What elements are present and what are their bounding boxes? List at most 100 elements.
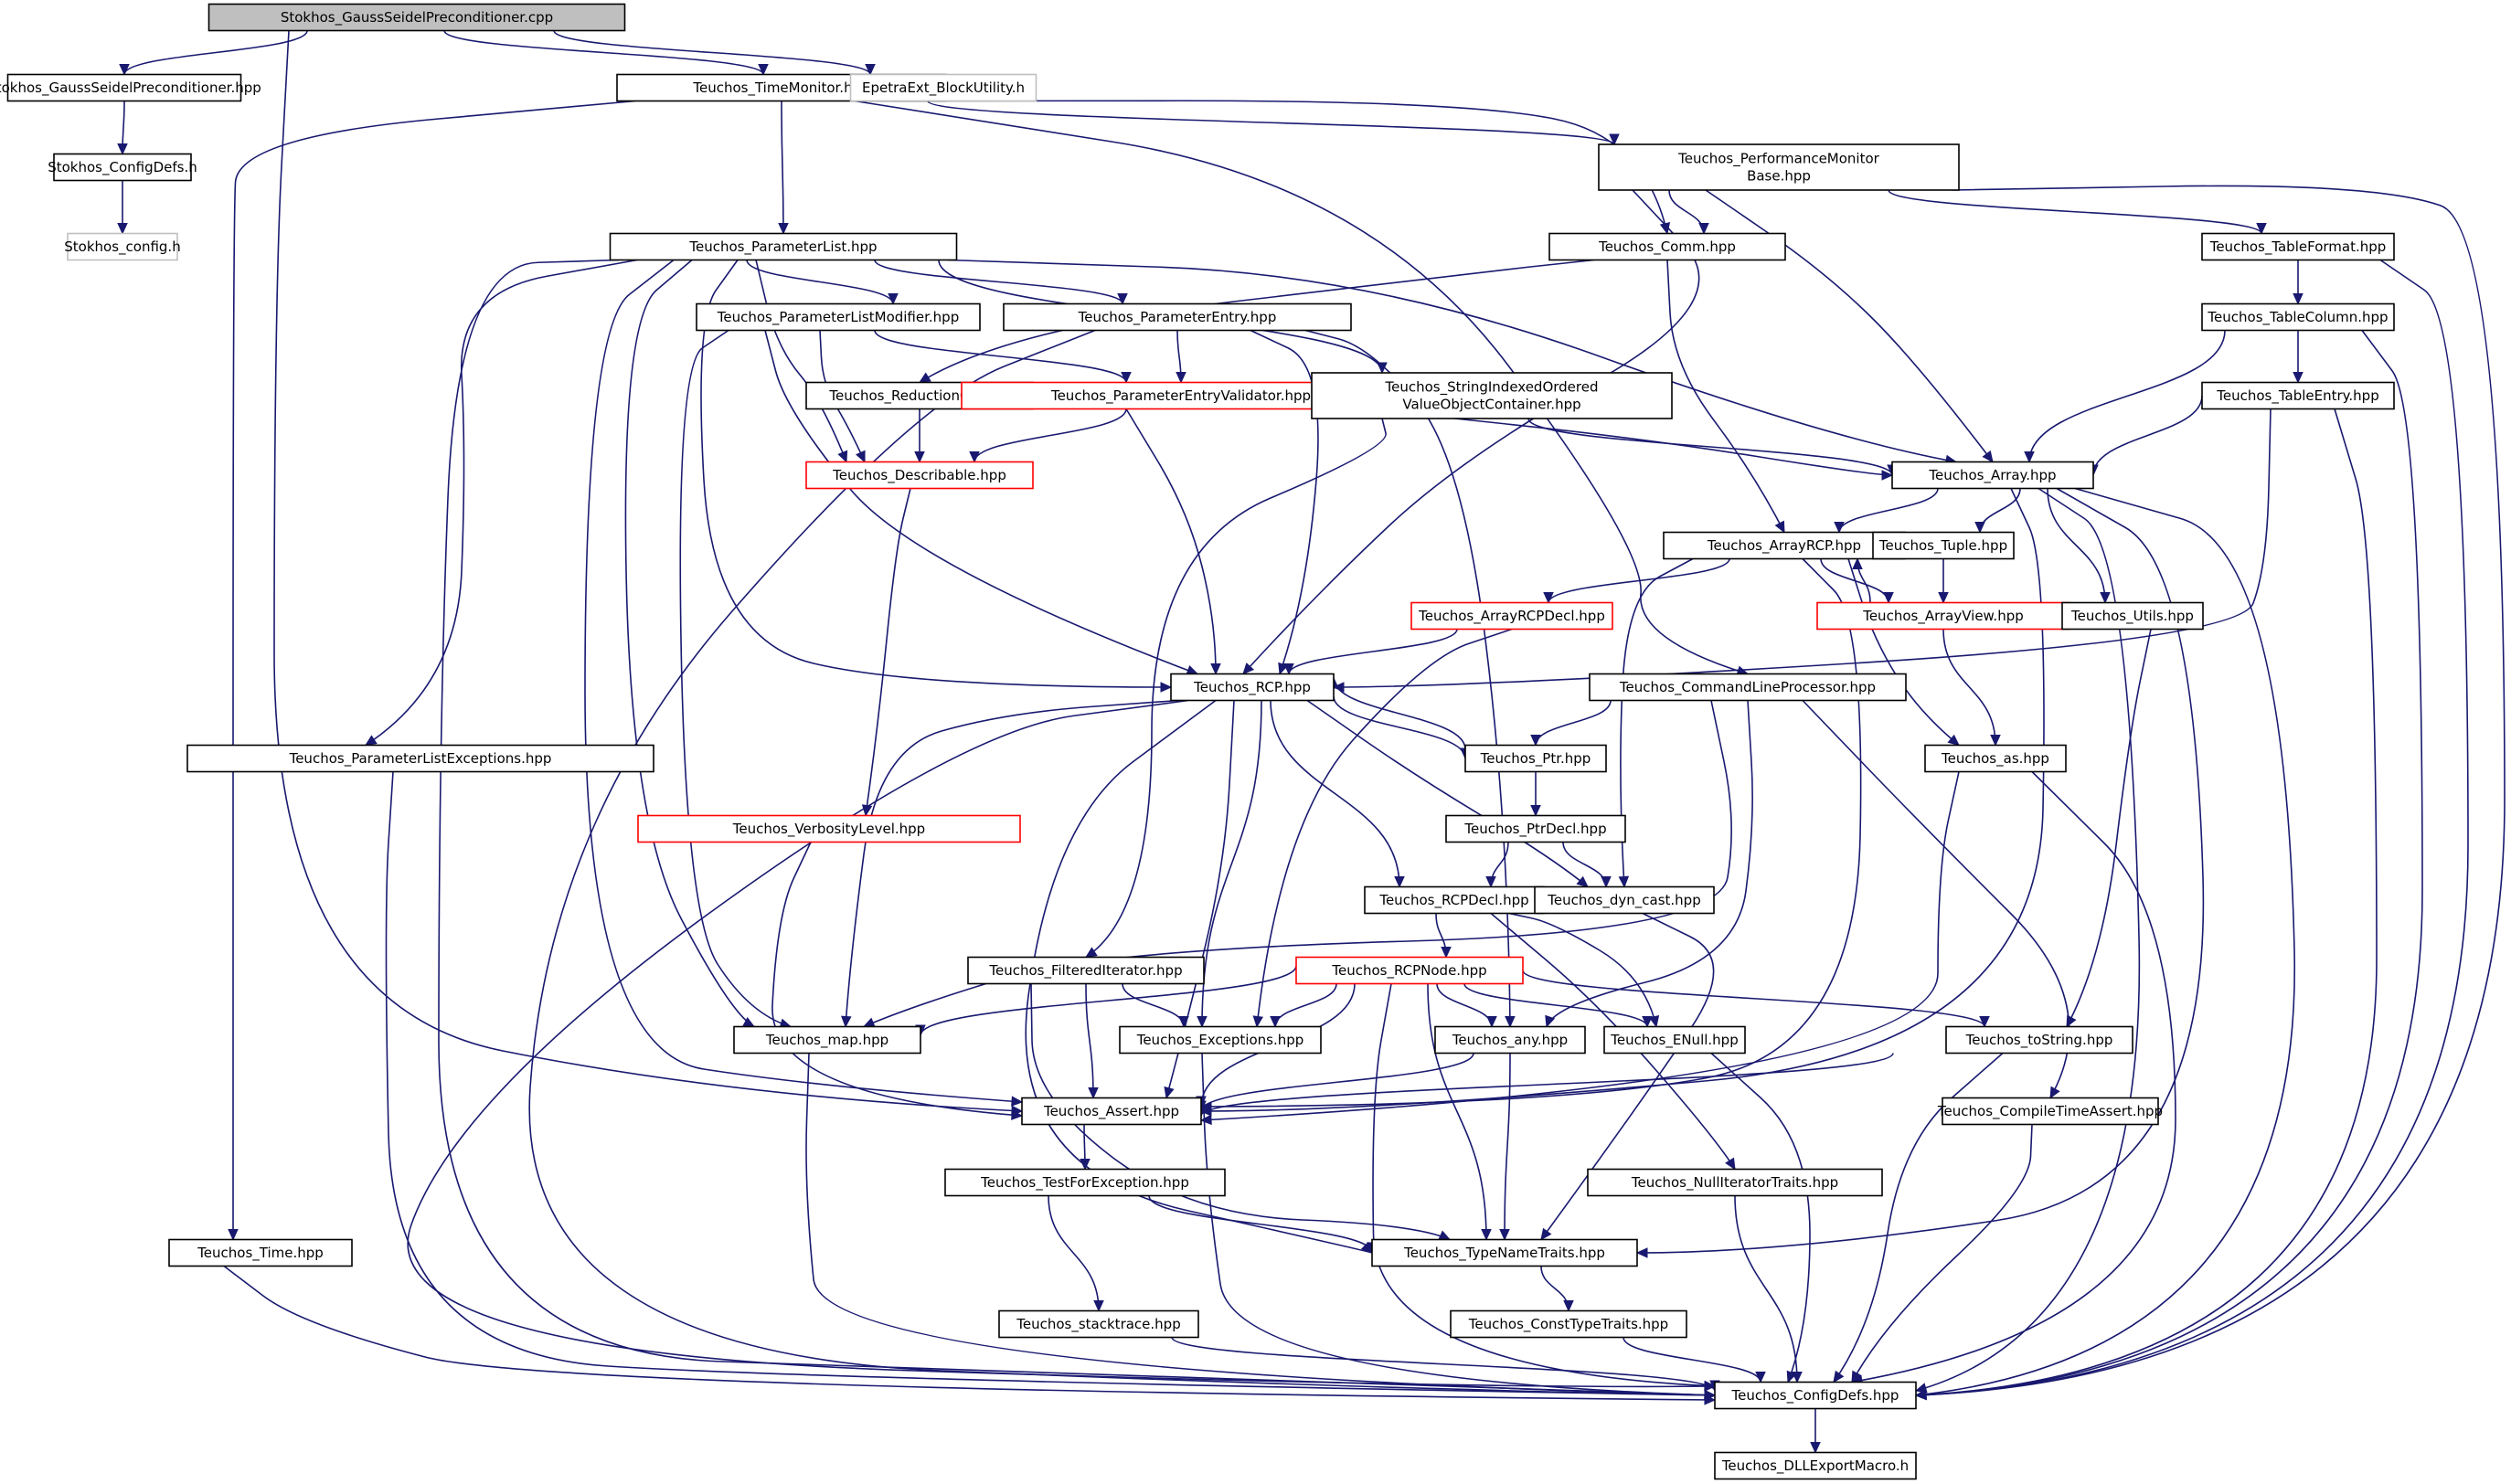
node-assert[interactable]: Teuchos_Assert.hpp xyxy=(1021,1097,1202,1126)
node-plist[interactable]: Teuchos_ParameterList.hpp xyxy=(609,232,958,261)
node-pentry[interactable]: Teuchos_ParameterEntry.hpp xyxy=(1003,302,1352,332)
node-ptr[interactable]: Teuchos_Ptr.hpp xyxy=(1464,744,1607,773)
node-siovoc[interactable]: Teuchos_StringIndexedOrderedValueObjectC… xyxy=(1311,372,1673,419)
node-box[interactable] xyxy=(967,956,1205,985)
node-box[interactable] xyxy=(696,302,981,332)
edge-arrowhead xyxy=(1543,592,1554,604)
node-tableentry[interactable]: Teuchos_TableEntry.hpp xyxy=(2201,381,2395,410)
edge-arrowhead xyxy=(1438,1230,1452,1241)
node-box[interactable] xyxy=(1445,814,1626,843)
edge-line xyxy=(1705,189,1994,462)
node-filtered[interactable]: Teuchos_FilteredIterator.hpp xyxy=(967,956,1205,985)
node-exceptions[interactable]: Teuchos_Exceptions.hpp xyxy=(1119,1025,1322,1055)
node-map[interactable]: Teuchos_map.hpp xyxy=(733,1025,921,1055)
node-box[interactable] xyxy=(67,232,178,261)
node-box[interactable] xyxy=(1589,673,1907,702)
node-consttype[interactable]: Teuchos_ConstTypeTraits.hpp xyxy=(1450,1309,1687,1339)
node-box[interactable] xyxy=(849,73,1037,102)
node-time[interactable]: Teuchos_Time.hpp xyxy=(168,1238,353,1267)
node-box[interactable] xyxy=(1603,1025,1746,1055)
node-rcpnode[interactable]: Teuchos_RCPNode.hpp xyxy=(1295,956,1524,985)
node-plexc[interactable]: Teuchos_ParameterListExceptions.hpp xyxy=(186,744,654,773)
node-root[interactable]: Stokhos_GaussSeidelPreconditioner.cpp xyxy=(207,3,626,32)
node-enull[interactable]: Teuchos_ENull.hpp xyxy=(1603,1025,1746,1055)
node-box[interactable] xyxy=(1003,302,1352,332)
node-box[interactable] xyxy=(998,1309,1199,1339)
node-box[interactable] xyxy=(1714,1451,1917,1480)
node-utils[interactable]: Teuchos_Utils.hpp xyxy=(2061,601,2204,631)
node-cta[interactable]: Teuchos_CompileTimeAssert.hpp xyxy=(1937,1097,2163,1126)
node-box[interactable] xyxy=(1872,531,2015,560)
edge-line xyxy=(974,408,1127,462)
node-epetraext[interactable]: EpetraExt_BlockUtility.h xyxy=(849,73,1037,102)
node-typename[interactable]: Teuchos_TypeNameTraits.hpp xyxy=(1371,1238,1638,1267)
node-arrayrcp[interactable]: Teuchos_ArrayRCP.hpp xyxy=(1663,531,1906,560)
node-box[interactable] xyxy=(609,232,958,261)
node-tuple[interactable]: Teuchos_Tuple.hpp xyxy=(1872,531,2015,560)
node-clp[interactable]: Teuchos_CommandLineProcessor.hpp xyxy=(1589,673,1907,702)
node-describable[interactable]: Teuchos_Describable.hpp xyxy=(805,461,1034,490)
node-stconfig[interactable]: Stokhos_ConfigDefs.h xyxy=(48,153,197,182)
node-box[interactable] xyxy=(1021,1097,1202,1126)
node-ptrdecl[interactable]: Teuchos_PtrDecl.hpp xyxy=(1445,814,1626,843)
node-verbosity[interactable]: Teuchos_VerbosityLevel.hpp xyxy=(637,814,1021,843)
node-box[interactable] xyxy=(1945,1025,2133,1055)
node-tablecolumn[interactable]: Teuchos_TableColumn.hpp xyxy=(2201,302,2395,332)
node-tfe[interactable]: Teuchos_TestForException.hpp xyxy=(944,1168,1226,1197)
node-box[interactable] xyxy=(186,744,654,773)
edge-line xyxy=(1148,1195,1373,1254)
node-box[interactable] xyxy=(1464,744,1607,773)
node-as[interactable]: Teuchos_as.hpp xyxy=(1924,744,2067,773)
node-box[interactable] xyxy=(1450,1309,1687,1339)
node-box[interactable] xyxy=(168,1238,353,1267)
node-box[interactable] xyxy=(1663,531,1906,560)
node-box[interactable] xyxy=(6,73,242,102)
node-rcpdecl[interactable]: Teuchos_RCPDecl.hpp xyxy=(1364,885,1545,915)
node-tostring[interactable]: Teuchos_toString.hpp xyxy=(1945,1025,2133,1055)
node-box[interactable] xyxy=(207,3,626,32)
node-box[interactable] xyxy=(1311,372,1673,419)
node-comm[interactable]: Teuchos_Comm.hpp xyxy=(1548,232,1786,261)
node-nullit[interactable]: Teuchos_NullIteratorTraits.hpp xyxy=(1587,1168,1883,1197)
node-box[interactable] xyxy=(1119,1025,1322,1055)
node-array[interactable]: Teuchos_Array.hpp xyxy=(1891,461,2094,490)
node-box[interactable] xyxy=(2061,601,2204,631)
node-box[interactable] xyxy=(1295,956,1524,985)
node-box[interactable] xyxy=(1714,1381,1917,1410)
node-box[interactable] xyxy=(1410,601,1613,631)
edge-line xyxy=(1085,418,1387,959)
node-box[interactable] xyxy=(637,814,1021,843)
node-box[interactable] xyxy=(1891,461,2094,490)
node-box[interactable] xyxy=(944,1168,1226,1197)
node-box[interactable] xyxy=(2201,232,2395,261)
node-rcp[interactable]: Teuchos_RCP.hpp xyxy=(1170,673,1335,702)
node-box[interactable] xyxy=(53,153,192,182)
node-box[interactable] xyxy=(1170,673,1335,702)
node-tableformat[interactable]: Teuchos_TableFormat.hpp xyxy=(2201,232,2395,261)
node-box[interactable] xyxy=(2201,302,2395,332)
node-box[interactable] xyxy=(1364,885,1545,915)
node-box[interactable] xyxy=(1371,1238,1638,1267)
node-box[interactable] xyxy=(1924,744,2067,773)
node-any[interactable]: Teuchos_any.hpp xyxy=(1434,1025,1586,1055)
node-box[interactable] xyxy=(1598,143,1960,191)
node-box[interactable] xyxy=(805,461,1034,490)
node-configdefs[interactable]: Teuchos_ConfigDefs.hpp xyxy=(1714,1381,1917,1410)
node-box[interactable] xyxy=(1534,885,1715,915)
node-box[interactable] xyxy=(2201,381,2395,410)
edge-arrowhead xyxy=(1834,522,1845,534)
node-plistmod[interactable]: Teuchos_ParameterListModifier.hpp xyxy=(696,302,981,332)
node-box[interactable] xyxy=(1434,1025,1586,1055)
node-box[interactable] xyxy=(1587,1168,1883,1197)
node-gsph[interactable]: Stokhos_GaussSeidelPreconditioner.hpp xyxy=(0,73,261,102)
node-box[interactable] xyxy=(1548,232,1786,261)
node-dyncast[interactable]: Teuchos_dyn_cast.hpp xyxy=(1534,885,1715,915)
node-box[interactable] xyxy=(733,1025,921,1055)
node-stacktrace[interactable]: Teuchos_stacktrace.hpp xyxy=(998,1309,1199,1339)
node-stconfigh[interactable]: Stokhos_config.h xyxy=(64,232,181,261)
node-box[interactable] xyxy=(1942,1097,2159,1126)
node-arrayrcpdecl[interactable]: Teuchos_ArrayRCPDecl.hpp xyxy=(1410,601,1613,631)
node-dllexport[interactable]: Teuchos_DLLExportMacro.h xyxy=(1714,1451,1917,1480)
node-arrayview[interactable]: Teuchos_ArrayView.hpp xyxy=(1816,601,2070,631)
